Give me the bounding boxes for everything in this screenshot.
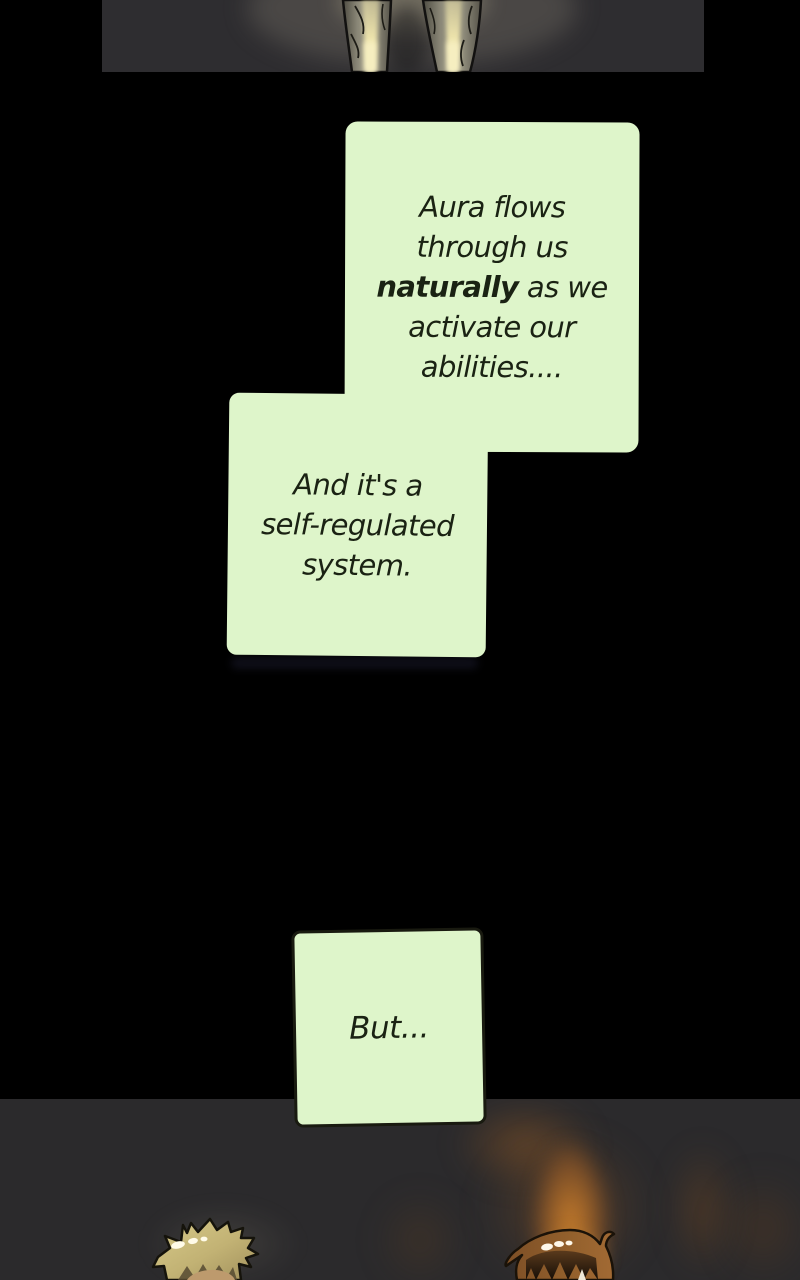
hair-glint <box>188 1237 198 1245</box>
hair-glint <box>554 1241 564 1247</box>
right-leg <box>421 0 483 72</box>
left-leg <box>341 0 393 72</box>
panel-bottom-characters <box>0 1099 800 1280</box>
between-legs-shadow <box>385 6 429 72</box>
character-blonde-head <box>151 1217 260 1280</box>
hair-glint <box>200 1236 208 1242</box>
brunette-hair <box>504 1228 616 1280</box>
speech-line: activate our <box>408 309 576 345</box>
speech-emphasis: naturally <box>376 269 519 305</box>
speech-line: abilities.... <box>420 349 563 385</box>
speech-line: But... <box>348 1008 430 1047</box>
legs-illustration <box>247 0 577 72</box>
character-brunette-head <box>504 1228 616 1280</box>
face-highlight <box>578 1269 586 1280</box>
hair-glint <box>171 1241 185 1249</box>
speech-bubble-but: But... <box>291 927 487 1128</box>
speech-line: Aura flows <box>419 189 566 225</box>
aura-flame-right-haze <box>698 1154 800 1280</box>
aura-flame-wisp <box>655 1119 750 1280</box>
blonde-hair <box>151 1217 260 1280</box>
speech-line-rest: as we <box>518 270 608 305</box>
speech-line: naturally as we <box>376 267 607 308</box>
speech-line: system. <box>301 547 413 583</box>
hair-glint <box>565 1240 573 1246</box>
blonde-forehead <box>187 1269 235 1280</box>
speech-line: self-regulated <box>260 506 455 544</box>
hair-glint <box>541 1243 553 1251</box>
speech-line: And it's a <box>293 467 423 503</box>
brunette-bangs <box>526 1250 598 1280</box>
bubble-drop-shadow <box>231 657 478 669</box>
speech-line: through us <box>416 229 568 265</box>
speech-bubble-aura: Aura flows through us naturally as we ac… <box>344 121 640 453</box>
aura-flame-left-haze <box>360 1174 480 1280</box>
panel-top-legs <box>102 0 704 72</box>
